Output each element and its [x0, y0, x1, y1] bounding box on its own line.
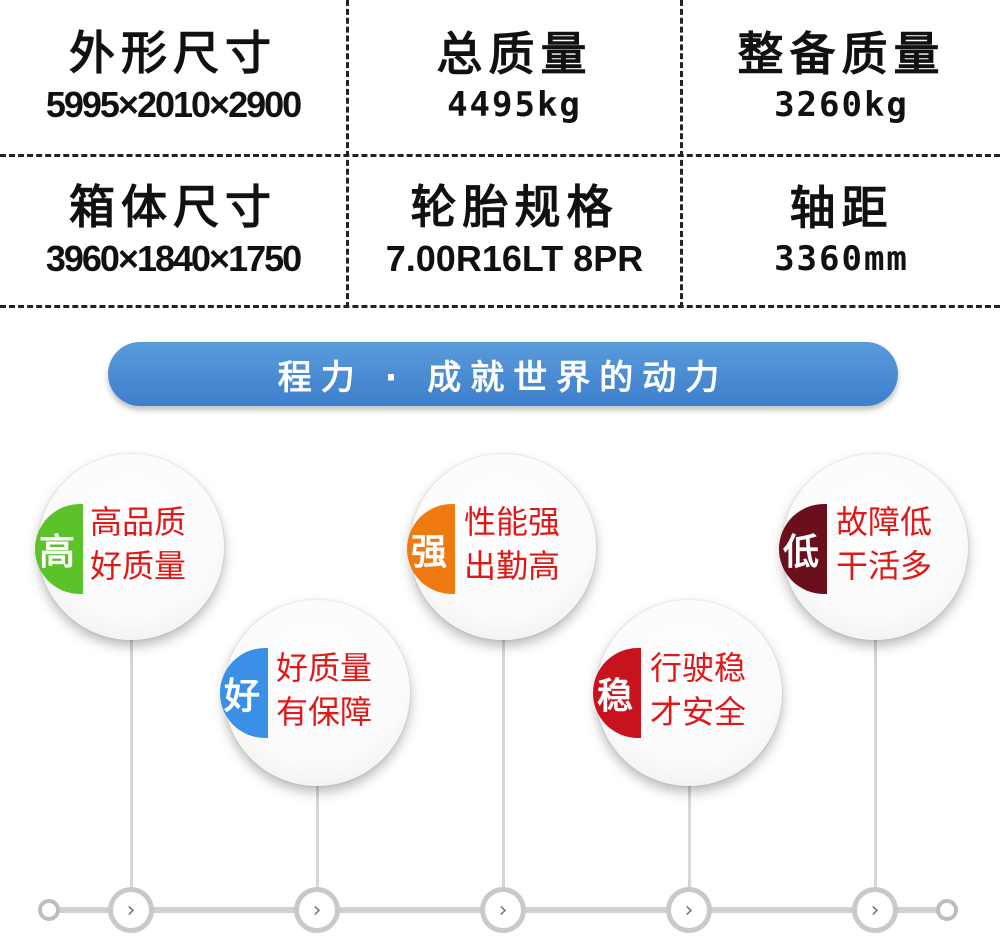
- chevron-right-icon[interactable]: ›: [113, 892, 149, 928]
- spec-value: 4495kg: [447, 85, 582, 126]
- feature-line: 才安全: [650, 693, 747, 731]
- spec-value: 3360mm: [774, 239, 909, 280]
- spec-cell-box-size: 箱体尺寸 3960×1840×1750: [0, 157, 346, 305]
- feature-text: 故障低 干活多: [836, 500, 932, 588]
- timeline-stem: [130, 630, 133, 895]
- feature-badge: 好: [220, 648, 268, 738]
- feature-line: 出勤高: [464, 547, 561, 585]
- grid-divider: [346, 0, 349, 308]
- timeline-stem: [502, 630, 505, 895]
- chevron-right-icon[interactable]: ›: [299, 892, 335, 928]
- slogan-banner: 程力 · 成就世界的动力: [108, 342, 898, 406]
- spec-cell-tire: 轮胎规格 7.00R16LT 8PR: [349, 157, 680, 305]
- timeline-start-dot: [38, 899, 60, 921]
- timeline-end-dot: [936, 899, 958, 921]
- spec-value: 5995×2010×2900: [45, 84, 302, 126]
- spec-label: 外形尺寸: [69, 25, 277, 80]
- timeline-stem: [316, 778, 319, 895]
- grid-divider: [680, 0, 683, 308]
- timeline-stem: [688, 778, 691, 895]
- spec-label: 整备质量: [737, 26, 946, 81]
- spec-label: 轮胎规格: [410, 179, 619, 234]
- feature-line: 高品质: [90, 503, 187, 541]
- feature-line: 干活多: [836, 547, 933, 585]
- spec-cell-wheelbase: 轴距 3360mm: [683, 157, 1000, 305]
- spec-label: 总质量: [436, 26, 593, 81]
- feature-text: 性能强 出勤高: [464, 500, 560, 588]
- feature-text: 高品质 好质量: [90, 500, 186, 588]
- spec-table: 外形尺寸 5995×2010×2900 总质量 4495kg 整备质量 3260…: [0, 0, 1000, 310]
- spec-value: 3260kg: [774, 85, 909, 126]
- feature-line: 好质量: [276, 649, 373, 687]
- feature-line: 行驶稳: [650, 649, 747, 687]
- spec-cell-total-mass: 总质量 4495kg: [349, 0, 680, 154]
- feature-text: 好质量 有保障: [276, 646, 372, 734]
- timeline-stem: [874, 630, 877, 895]
- spec-label: 轴距: [789, 180, 894, 235]
- chevron-right-icon[interactable]: ›: [857, 892, 893, 928]
- feature-line: 好质量: [90, 547, 187, 585]
- spec-cell-overall-size: 外形尺寸 5995×2010×2900: [0, 0, 346, 154]
- spec-cell-curb-mass: 整备质量 3260kg: [683, 0, 1000, 154]
- feature-line: 性能强: [464, 503, 561, 541]
- spec-value: 3960×1840×1750: [45, 238, 302, 280]
- spec-label: 箱体尺寸: [69, 179, 277, 234]
- feature-text: 行驶稳 才安全: [650, 646, 746, 734]
- grid-divider: [0, 154, 1000, 157]
- chevron-right-icon[interactable]: ›: [485, 892, 521, 928]
- spec-value: 7.00R16LT 8PR: [385, 238, 644, 280]
- feature-line: 有保障: [276, 693, 373, 731]
- feature-line: 故障低: [836, 503, 933, 541]
- grid-divider: [0, 305, 1000, 308]
- feature-timeline: › › › › › 高 高品质 好质量 好 好质量 有保障 强 性能强 出勤高 …: [0, 440, 1000, 952]
- chevron-right-icon[interactable]: ›: [671, 892, 707, 928]
